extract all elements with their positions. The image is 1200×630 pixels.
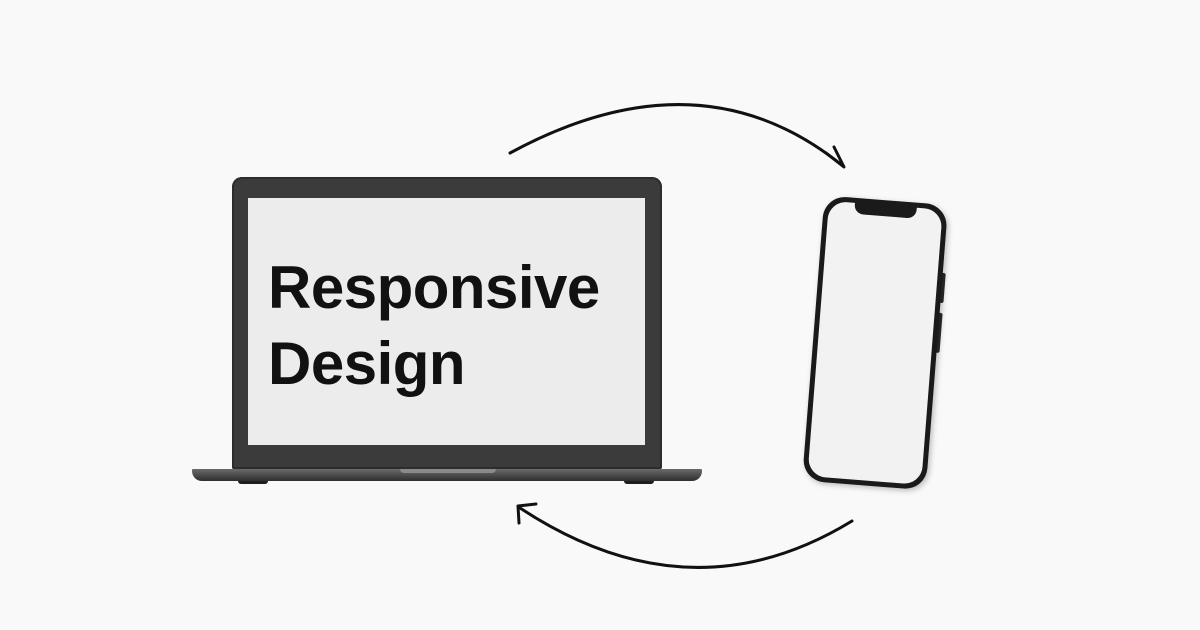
laptop-foot-right <box>624 481 654 484</box>
laptop-screen: Responsive Design <box>248 198 645 445</box>
laptop-icon: Responsive Design <box>232 177 662 469</box>
hero-title: Responsive Design <box>268 250 600 402</box>
laptop-opening-notch <box>400 469 496 473</box>
smartphone-icon <box>792 193 962 496</box>
arrow-to-phone-icon <box>508 103 845 168</box>
laptop-foot-left <box>238 481 268 484</box>
phone-screen <box>807 200 943 485</box>
hero-title-line-2: Design <box>268 330 466 397</box>
arrow-to-laptop-icon <box>518 506 854 569</box>
arrow-to-phone-head-icon <box>824 145 846 169</box>
arrow-to-laptop-head-icon <box>516 502 538 525</box>
hero-title-line-1: Responsive <box>268 254 600 321</box>
laptop-base <box>192 469 702 481</box>
phone-body <box>802 195 949 491</box>
